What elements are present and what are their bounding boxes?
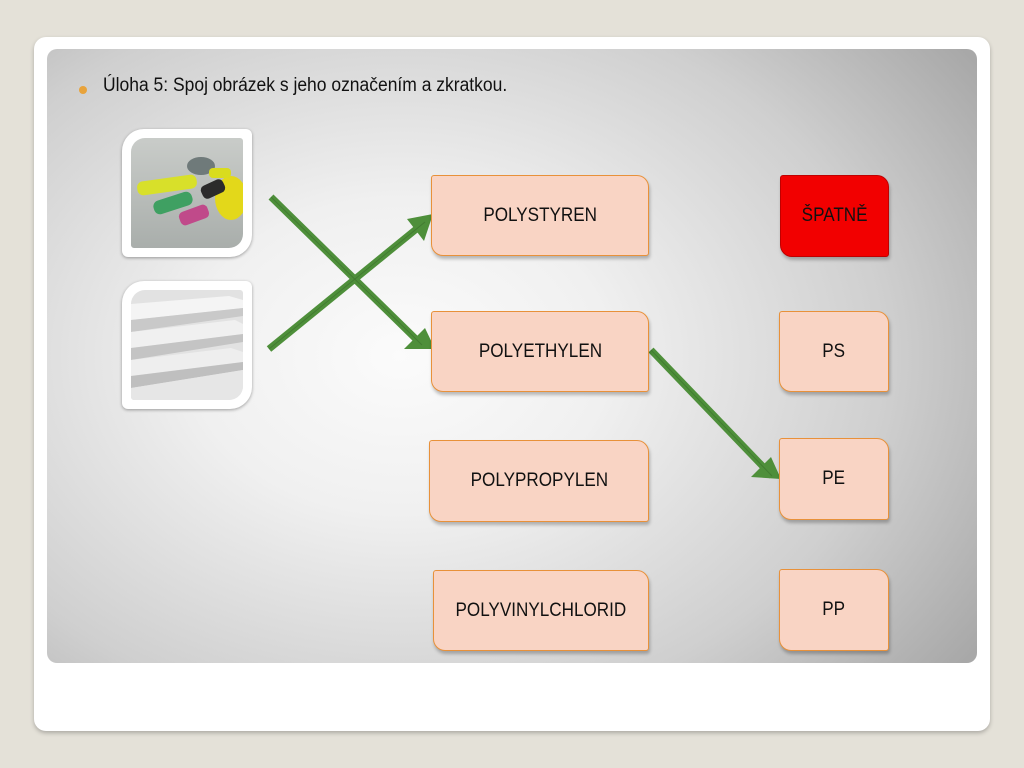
arrow-icon bbox=[751, 457, 781, 479]
slide: Úloha 5: Spoj obrázek s jeho označením a… bbox=[47, 49, 977, 663]
arrow-icon bbox=[407, 214, 433, 241]
material-polyvinylchlorid[interactable]: POLYVINYLCHLORID bbox=[433, 570, 649, 651]
material-polystyren[interactable]: POLYSTYREN bbox=[431, 175, 649, 256]
connection-arrows bbox=[266, 194, 781, 479]
abbreviation-ps[interactable]: PS bbox=[779, 311, 889, 392]
abbreviation-label: PS bbox=[822, 340, 846, 362]
abbreviation-label: ŠPATNĚ bbox=[801, 205, 868, 226]
polystyrene-sheets-image bbox=[131, 290, 243, 400]
answer-wrong-badge[interactable]: ŠPATNĚ bbox=[780, 175, 889, 257]
abbreviation-pp[interactable]: PP bbox=[779, 569, 889, 651]
bullet-icon bbox=[79, 86, 87, 94]
polystyrene-sheets-photo[interactable] bbox=[122, 281, 252, 409]
material-label: POLYSTYREN bbox=[483, 204, 597, 226]
abbreviation-pe[interactable]: PE bbox=[779, 438, 889, 520]
abbreviation-label: PE bbox=[822, 468, 846, 489]
material-polypropylen[interactable]: POLYPROPYLEN bbox=[429, 440, 649, 522]
abbreviation-label: PP bbox=[822, 599, 846, 620]
garbage-bags-photo[interactable] bbox=[122, 129, 252, 257]
material-label: POLYPROPYLEN bbox=[470, 470, 608, 491]
task-heading: Úloha 5: Spoj obrázek s jeho označením a… bbox=[103, 75, 508, 96]
material-label: POLYETHYLEN bbox=[478, 340, 602, 362]
material-polyethylen[interactable]: POLYETHYLEN bbox=[431, 311, 649, 392]
material-label: POLYVINYLCHLORID bbox=[455, 599, 627, 621]
arrow-icon bbox=[404, 328, 435, 349]
garbage-bags-image bbox=[131, 138, 243, 248]
